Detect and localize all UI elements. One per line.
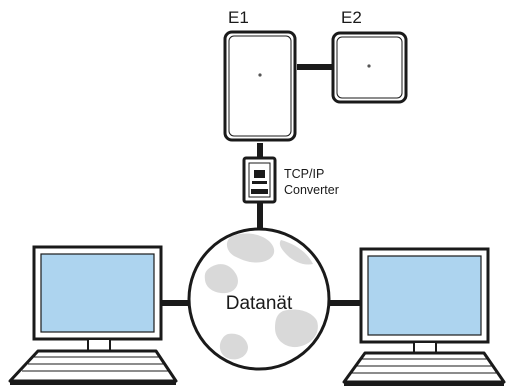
computer-right-screen [367, 255, 482, 336]
computer-right [342, 247, 506, 386]
connection-lines [160, 64, 362, 306]
converter-label-line2: Converter [284, 183, 339, 197]
device-e1-led [258, 73, 262, 77]
computer-right-stand [413, 341, 437, 354]
device-e1-label: E1 [228, 8, 249, 27]
computer-right-keyboard [342, 351, 506, 384]
computer-left-stand [87, 338, 111, 352]
globe-continents [204, 233, 318, 360]
computer-left-keyboard [8, 349, 178, 383]
device-e2 [331, 31, 408, 104]
network-label: Datanät [226, 293, 293, 314]
computer-left [8, 245, 178, 385]
device-e1 [223, 30, 297, 142]
tcpip-converter [242, 156, 277, 204]
converter-label-line1: TCP/IP [284, 167, 324, 181]
converter-port-icon [254, 170, 265, 178]
device-e2-led [367, 64, 371, 68]
network-globe: Datanät [187, 227, 331, 371]
device-e2-label: E2 [341, 8, 362, 27]
computer-left-screen [40, 253, 155, 333]
